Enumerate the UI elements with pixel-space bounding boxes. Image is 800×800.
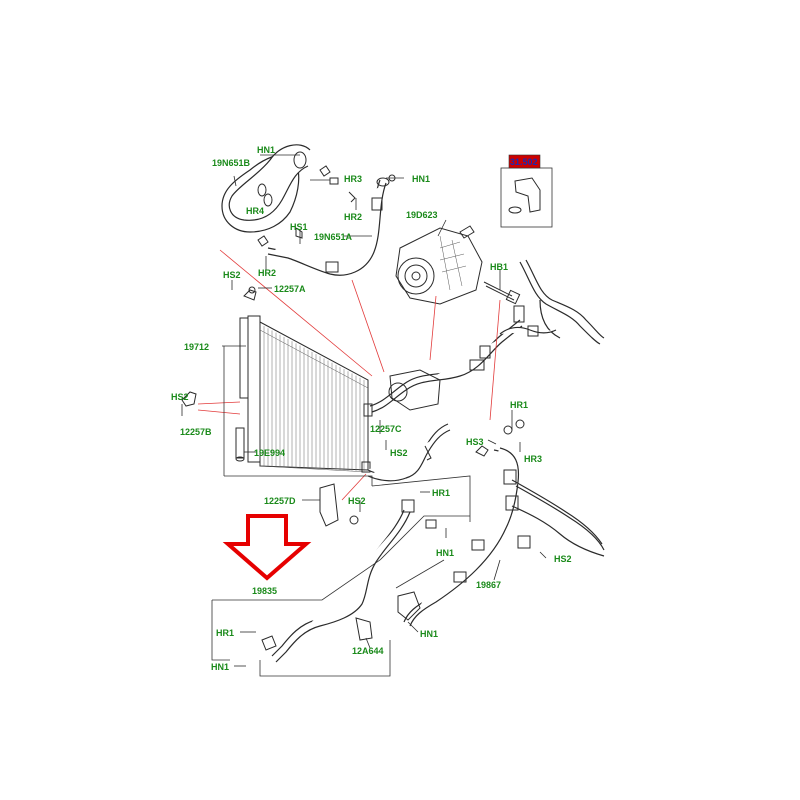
line-19867: [397, 419, 605, 627]
label-12a644: 12A644: [352, 646, 384, 656]
pipes-main: [367, 319, 523, 482]
label-12257c: 12257C: [370, 424, 402, 434]
label-19d623: 19D623: [406, 210, 438, 220]
label-19n651b: 19N651B: [212, 158, 251, 168]
label-hs2-d: HS2: [348, 496, 366, 506]
condenser-fins: [263, 326, 365, 472]
label-hs2-c: HS2: [390, 448, 408, 458]
compressor-19d623: [395, 225, 483, 305]
label-hs3: HS3: [466, 437, 484, 447]
part-labels: HN1 19N651B HR3 HN1 HR4 HR2 19D623 HS1 1…: [171, 145, 572, 672]
label-hb1: HB1: [490, 262, 508, 272]
label-hs1: HS1: [290, 222, 308, 232]
label-hn1-top2: HN1: [412, 174, 430, 184]
label-hr3-right: HR3: [524, 454, 542, 464]
label-19e994: 19E994: [254, 448, 285, 458]
label-hr3-top: HR3: [344, 174, 362, 184]
label-hn1-left: HN1: [211, 662, 229, 672]
label-hr4: HR4: [246, 206, 264, 216]
hose-19n651b: [221, 144, 311, 233]
label-19835: 19835: [252, 586, 277, 596]
label-12257d: 12257D: [264, 496, 296, 506]
outline-boxes: [211, 346, 471, 677]
red-leaders: [197, 249, 501, 501]
bolt-hb1: [483, 281, 521, 305]
pipes-upper-right: [499, 259, 605, 345]
kit-number: 31.502: [510, 157, 538, 167]
label-12257b: 12257B: [180, 427, 212, 437]
label-hr2-mid: HR2: [258, 268, 276, 278]
label-19712: 19712: [184, 342, 209, 352]
label-hr1-right: HR1: [510, 400, 528, 410]
down-arrow-icon: [222, 514, 312, 581]
label-hr1-low: HR1: [216, 628, 234, 638]
label-hs2-a: HS2: [223, 270, 241, 280]
leaders: [181, 154, 547, 667]
line-19835: [261, 499, 437, 663]
hose-19n651a: [267, 177, 390, 276]
bracket-12257d: [319, 483, 359, 527]
label-19867: 19867: [476, 580, 501, 590]
label-hr1-mid: HR1: [432, 488, 450, 498]
label-hn1-top: HN1: [257, 145, 275, 155]
label-12257a: 12257A: [274, 284, 306, 294]
label-hr2-top: HR2: [344, 212, 362, 222]
label-hs2-e: HS2: [554, 554, 572, 564]
label-hn1-low: HN1: [420, 629, 438, 639]
label-19n651a: 19N651A: [314, 232, 353, 242]
label-hs2-b: HS2: [171, 392, 189, 402]
condenser-19712: [181, 289, 373, 473]
label-hn1-mid: HN1: [436, 548, 454, 558]
kit-box: 31.502: [500, 154, 553, 228]
